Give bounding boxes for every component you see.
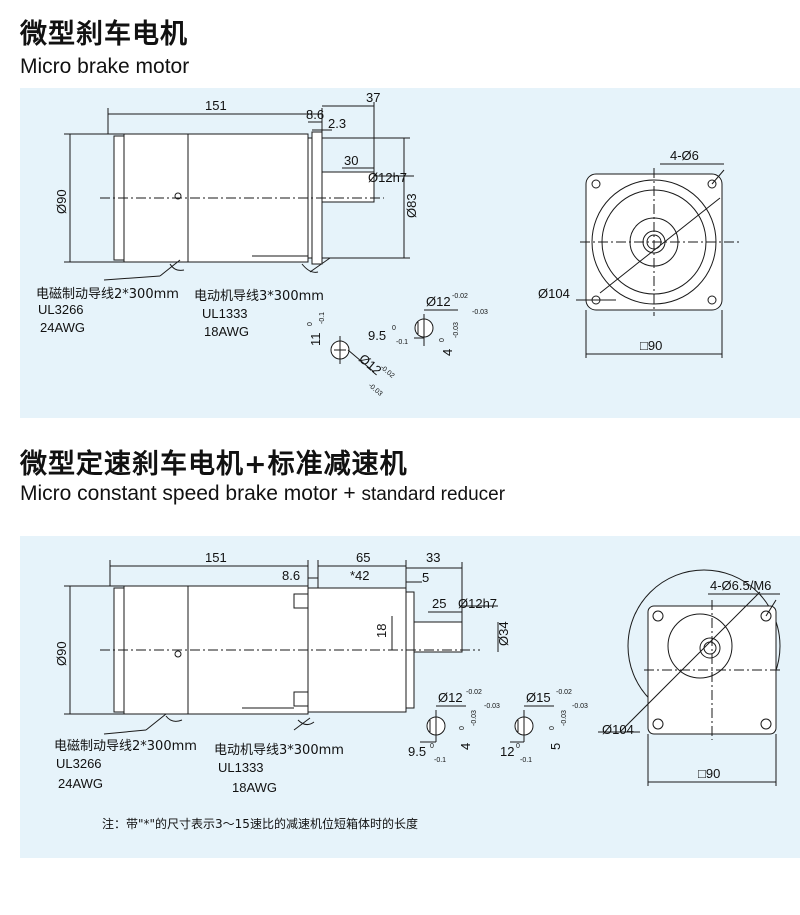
section2-title-en-plus: + xyxy=(343,482,356,505)
brake-wire-label: 电磁制动导线2*300mm xyxy=(54,739,197,754)
motor-front-view xyxy=(576,163,740,358)
keyway-details xyxy=(420,705,554,743)
dim-shaft: Ø12h7 xyxy=(368,170,407,185)
dim-25: 25 xyxy=(432,596,446,611)
section1-drawing: 151 37 8.6 2.3 30 Ø12h7 Ø83 Ø90 4-Ø6 Ø10… xyxy=(36,90,740,398)
motor-wire-label: 电动机导线3*300mm xyxy=(194,289,324,304)
key-h-tol-up: 0 xyxy=(392,325,396,332)
dim-33: 33 xyxy=(426,550,440,565)
key-d-tol-up: -0.02 xyxy=(452,293,468,300)
dim-34: Ø34 xyxy=(496,621,511,646)
dim-8-6: 8.6 xyxy=(306,107,324,122)
key2-d-tol-lo: -0.03 xyxy=(367,382,384,398)
motor-wire-awg: 18AWG xyxy=(204,324,249,339)
dim-pcd: Ø104 xyxy=(602,722,634,737)
dim-5: 5 xyxy=(422,570,429,585)
section2-title-cn: 微型定速刹车电机+标准减速机 xyxy=(20,449,408,480)
dim-square: □90 xyxy=(698,766,720,781)
keyway-detail xyxy=(330,309,458,373)
motor-wire-ul: UL1333 xyxy=(202,306,248,321)
dim-body: Ø90 xyxy=(54,189,69,214)
gearmotor-front-view xyxy=(598,569,781,786)
key-d: Ø12 xyxy=(426,294,451,309)
ka-d: Ø12 xyxy=(438,690,463,705)
dim-42: *42 xyxy=(350,568,370,583)
ka-w: 4 xyxy=(458,743,473,750)
section2-drawing: 151 8.6 65 *42 33 5 25 Ø12h7 18 Ø34 Ø90 … xyxy=(54,550,781,831)
ka-d-tol-lo: -0.03 xyxy=(484,703,500,710)
kb-w-tol-lo: -0.03 xyxy=(561,710,568,726)
key2-h-tol-up: 0 xyxy=(307,322,314,326)
brake-wire-label: 电磁制动导线2*300mm xyxy=(36,287,179,302)
ka-h: 9.5 xyxy=(408,744,426,759)
brake-wire-ul: UL3266 xyxy=(56,756,102,771)
dim-shaft: Ø12h7 xyxy=(458,596,497,611)
section2-title-en-b: standard reducer xyxy=(361,484,506,505)
key-h: 9.5 xyxy=(368,328,386,343)
section2-drawing-panel: 151 8.6 65 *42 33 5 25 Ø12h7 18 Ø34 Ø90 … xyxy=(20,536,800,858)
section1-title-en: Micro brake motor xyxy=(20,55,190,78)
key-h-tol-lo: -0.1 xyxy=(396,339,408,346)
kb-w-tol-up: 0 xyxy=(549,726,556,730)
key2-h: 11 xyxy=(308,333,323,347)
gearmotor-side-view xyxy=(100,585,480,726)
dim-65: 65 xyxy=(356,550,370,565)
dim-length: 151 xyxy=(205,98,227,113)
dim-length: 151 xyxy=(205,550,227,565)
dim-square: □90 xyxy=(640,338,662,353)
key2-d-tol-up: -0.02 xyxy=(379,364,396,380)
dim-30: 30 xyxy=(344,153,358,168)
ka-w-tol-lo: -0.03 xyxy=(471,710,478,726)
brake-wire-awg: 24AWG xyxy=(58,776,103,791)
motor-wire-awg: 18AWG xyxy=(232,780,277,795)
kb-d-tol-lo: -0.03 xyxy=(572,703,588,710)
section1-drawing-panel: 151 37 8.6 2.3 30 Ø12h7 Ø83 Ø90 4-Ø6 Ø10… xyxy=(20,88,800,418)
kb-d-tol-up: -0.02 xyxy=(556,689,572,696)
dim-8-6: 8.6 xyxy=(282,568,300,583)
kb-w: 5 xyxy=(548,743,563,750)
dim-pcd: Ø104 xyxy=(538,286,570,301)
section2-title-en: Micro constant speed brake motor + stand… xyxy=(20,482,505,506)
key-w-tol-up: 0 xyxy=(439,338,446,342)
motor-wire-ul: UL1333 xyxy=(218,760,264,775)
section1-title-cn: 微型刹车电机 xyxy=(20,19,188,50)
brake-wire-awg: 24AWG xyxy=(40,320,85,335)
dim-flange: Ø83 xyxy=(404,193,419,218)
dim-holes: 4-Ø6 xyxy=(670,148,699,163)
kb-h-tol-lo: -0.1 xyxy=(520,757,532,764)
dim-2-3: 2.3 xyxy=(328,116,346,131)
ka-w-tol-up: 0 xyxy=(459,726,466,730)
key-w: 4 xyxy=(440,349,455,356)
ka-d-tol-up: -0.02 xyxy=(466,689,482,696)
dim-37: 37 xyxy=(366,90,380,105)
key-w-tol-lo: -0.03 xyxy=(453,322,460,338)
ka-h-tol-lo: -0.1 xyxy=(434,757,446,764)
motor-wire-label: 电动机导线3*300mm xyxy=(214,743,344,758)
brake-wire-ul: UL3266 xyxy=(38,302,84,317)
dim-body: Ø90 xyxy=(54,641,69,666)
section2-title-en-a: Micro constant speed brake motor xyxy=(20,482,338,505)
note: 注：带"*"的尺寸表示3～15速比的减速机位短箱体时的长度 xyxy=(102,816,418,831)
key2-h-tol-lo: -0.1 xyxy=(319,312,326,324)
kb-d: Ø15 xyxy=(526,690,551,705)
kb-h: 12 xyxy=(500,744,514,759)
dim-holes: 4-Ø6.5/M6 xyxy=(710,578,771,593)
ka-h-tol-up: 0 xyxy=(430,743,434,750)
dim-18: 18 xyxy=(374,624,389,638)
motor-side-view xyxy=(100,131,384,273)
key2-d: Ø12 xyxy=(356,351,384,378)
kb-h-tol-up: 0 xyxy=(516,743,520,750)
key-d-tol-lo: -0.03 xyxy=(472,309,488,316)
